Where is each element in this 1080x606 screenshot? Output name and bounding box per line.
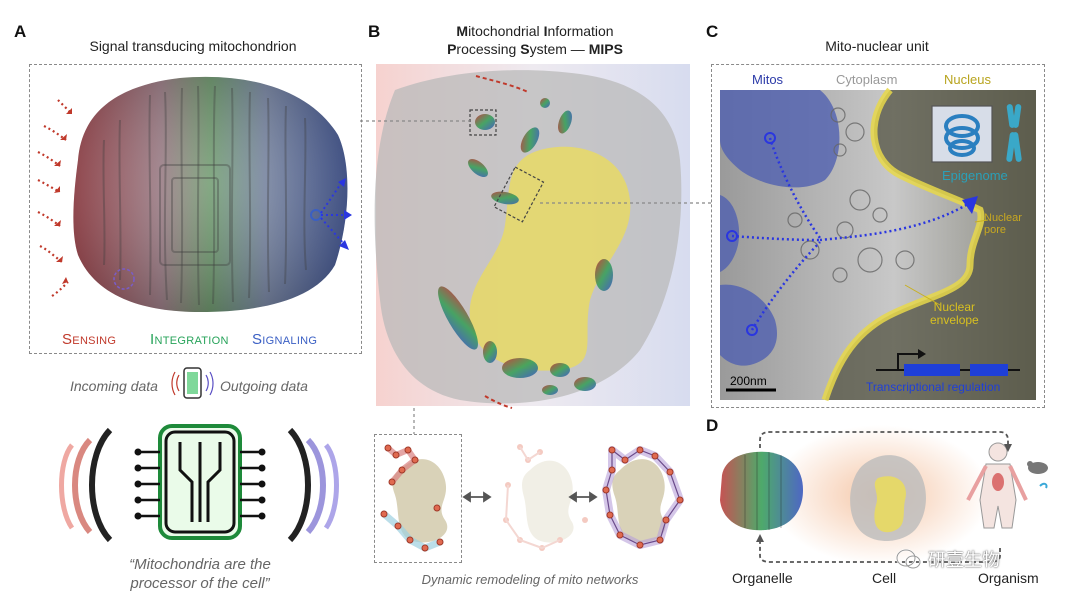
cell-label: Cell [872,570,896,586]
watermark-text: 研壹生物 [928,546,1000,572]
watermark: 研壹生物 [896,546,1000,572]
organism-label: Organism [978,570,1039,586]
wechat-icon [896,548,922,570]
organelle-label: Organelle [732,570,793,586]
mouse-icon [1027,461,1048,474]
organelle-mito-d [720,452,803,531]
